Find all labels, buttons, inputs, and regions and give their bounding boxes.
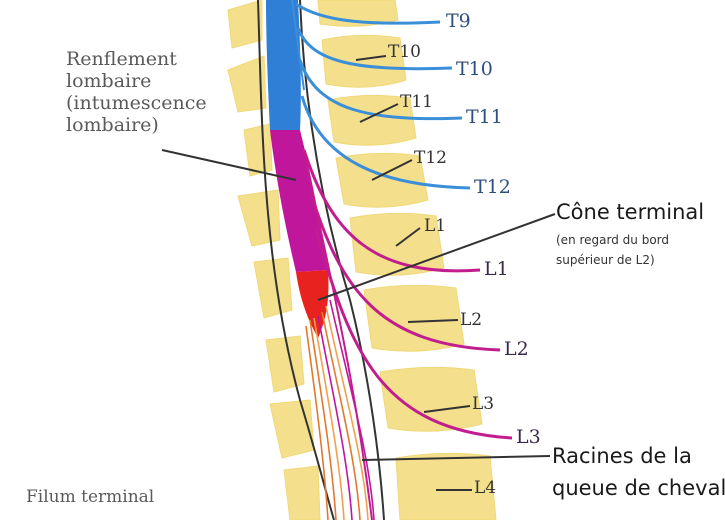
label-cone-sub: (en regard du bord supérieur de L2) xyxy=(556,230,669,270)
label-cone-title: Cône terminal xyxy=(556,200,704,224)
label-cone-sub-line1: (en regard du bord xyxy=(556,230,669,250)
label-racines-line2: queue de cheval xyxy=(552,472,725,504)
cord-conus xyxy=(296,270,329,338)
label-renflement: Renflement lombaire (intumescence lombai… xyxy=(66,48,207,136)
nerve-label-l3: L3 xyxy=(516,426,541,448)
nerve-label-l2: L2 xyxy=(504,338,529,360)
vertebra-label-t11: T11 xyxy=(400,92,433,112)
lamina-7 xyxy=(270,400,314,458)
vertebra-label-t10: T10 xyxy=(388,42,421,62)
vertebra-label-t12: T12 xyxy=(414,148,447,168)
label-racines-line1: Racines de la xyxy=(552,440,725,472)
nerve-label-l1: L1 xyxy=(484,258,509,280)
vertebra-label-l2: L2 xyxy=(460,310,482,330)
label-filum: Filum terminal xyxy=(26,486,154,508)
lamina-8 xyxy=(284,466,320,520)
label-renflement-line4: lombaire) xyxy=(66,114,207,136)
nerve-label-t12: T12 xyxy=(474,176,511,198)
vertebra-l3 xyxy=(380,367,482,431)
vertebra-l2 xyxy=(364,285,464,351)
lamina-1 xyxy=(228,0,262,48)
lamina-4 xyxy=(238,190,280,246)
label-renflement-line1: Renflement xyxy=(66,48,207,70)
label-racines: Racines de la queue de cheval xyxy=(552,440,725,504)
vertebra-label-l1: L1 xyxy=(424,216,446,236)
label-renflement-line2: lombaire xyxy=(66,70,207,92)
nerve-label-t10: T10 xyxy=(456,58,493,80)
lamina-6 xyxy=(266,336,304,392)
vertebra-label-l3: L3 xyxy=(472,394,494,414)
nerve-label-t9: T9 xyxy=(446,10,471,32)
vertebra-label-l4: L4 xyxy=(474,478,496,498)
label-cone-sub-line2: supérieur de L2) xyxy=(556,250,669,270)
lamina-3 xyxy=(244,124,272,176)
label-renflement-line3: (intumescence xyxy=(66,92,207,114)
nerve-label-t11: T11 xyxy=(466,106,503,128)
